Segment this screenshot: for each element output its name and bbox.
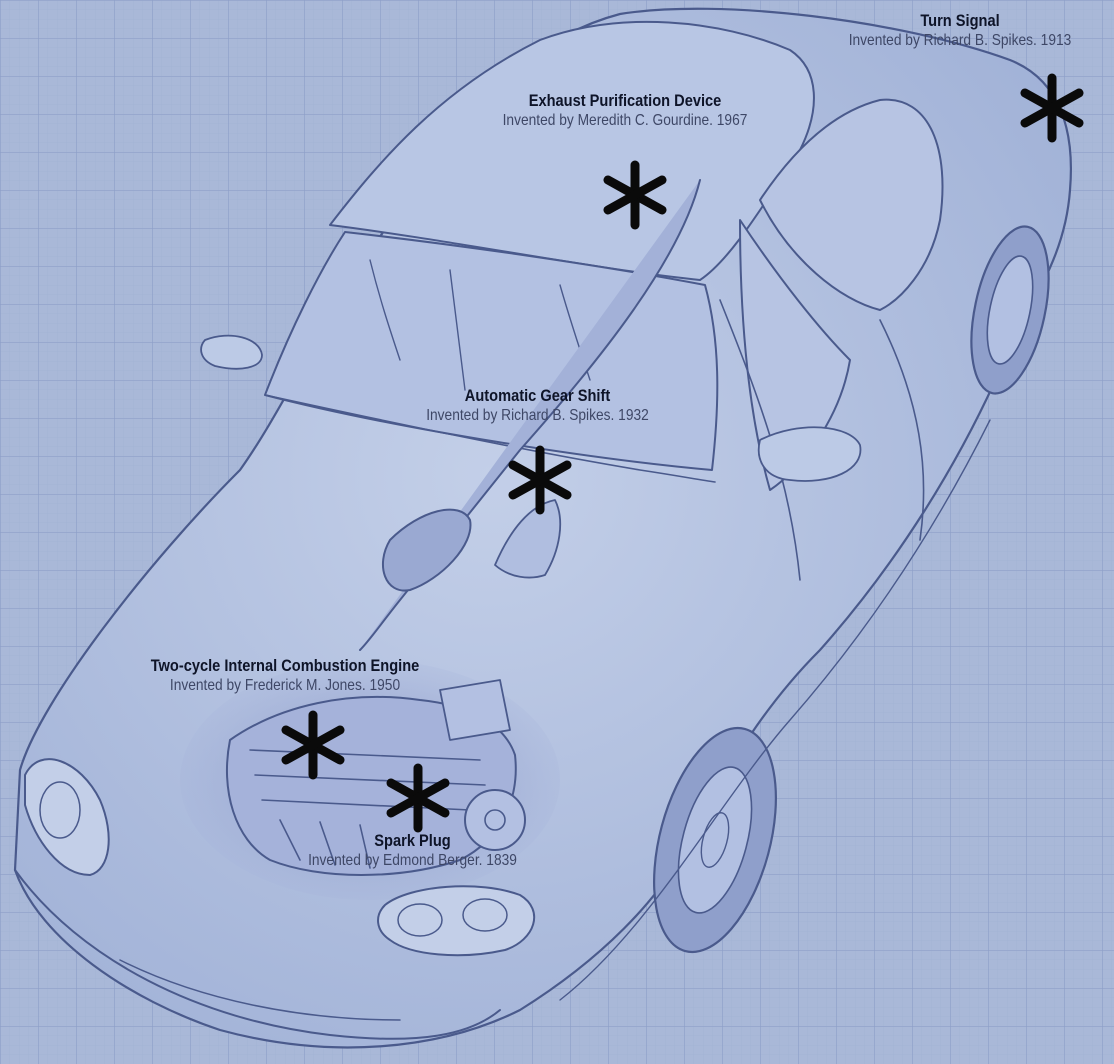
two-cycle-internal-combustion-engine-title: Two-cycle Internal Combustion Engine <box>122 655 449 676</box>
automatic-gear-shift-title: Automatic Gear Shift <box>406 385 668 406</box>
spark-plug-callout: Spark Plug Invented by Edmond Berger. 18… <box>270 830 555 871</box>
turn-signal-callout: Turn Signal Invented by Richard B. Spike… <box>810 10 1110 51</box>
exhaust-purification-device-subtitle: Invented by Meredith C. Gourdine. 1967 <box>479 111 771 131</box>
right-headlight <box>378 886 534 955</box>
two-cycle-internal-combustion-engine-callout: Two-cycle Internal Combustion Engine Inv… <box>95 655 475 696</box>
turn-signal-subtitle: Invented by Richard B. Spikes. 1913 <box>831 31 1089 51</box>
exhaust-purification-device-callout: Exhaust Purification Device Invented by … <box>455 90 795 131</box>
exhaust-purification-device-title: Exhaust Purification Device <box>479 90 771 111</box>
spark-plug-title: Spark Plug <box>290 830 535 851</box>
two-cycle-internal-combustion-engine-subtitle: Invented by Frederick M. Jones. 1950 <box>122 676 449 696</box>
car-side-mirror <box>759 427 861 481</box>
turn-signal-title: Turn Signal <box>831 10 1089 31</box>
automatic-gear-shift-subtitle: Invented by Richard B. Spikes. 1932 <box>406 406 668 426</box>
automatic-gear-shift-callout: Automatic Gear Shift Invented by Richard… <box>385 385 690 426</box>
spark-plug-subtitle: Invented by Edmond Berger. 1839 <box>290 851 535 871</box>
